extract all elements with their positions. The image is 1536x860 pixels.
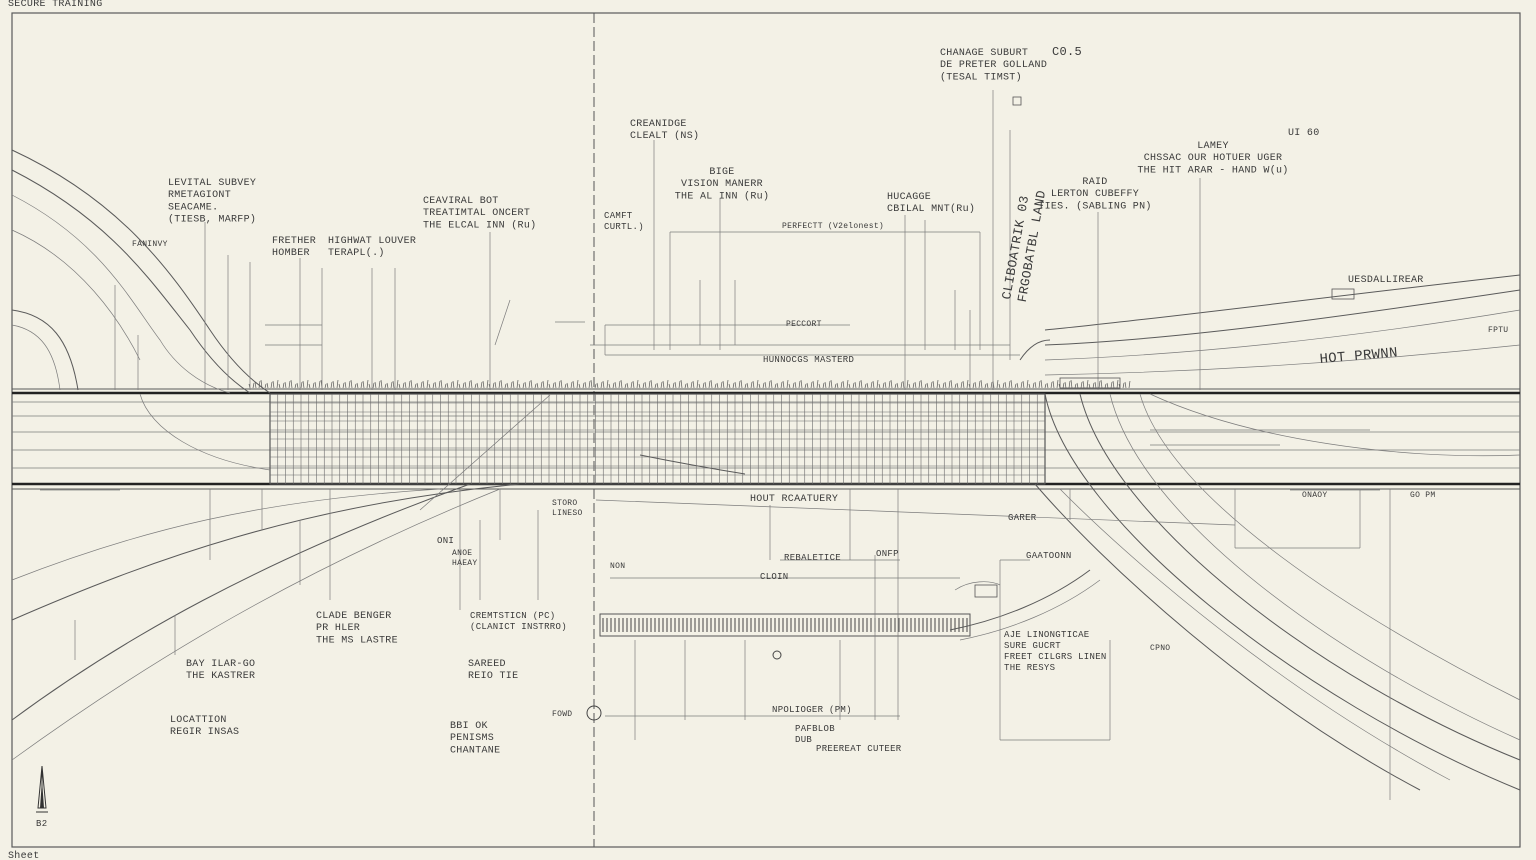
north-arrow[interactable]: B2 bbox=[36, 765, 48, 829]
label-uesdallirear: UESDALLIREAR bbox=[1348, 275, 1424, 286]
label-cpno: CPNO bbox=[1150, 644, 1170, 653]
label-hot-prwnn: HOT PRWNN bbox=[1319, 345, 1398, 368]
label-npoliooger: NPOLIOGER (PM) bbox=[772, 705, 852, 715]
label-fptu: FPTU bbox=[1488, 326, 1508, 335]
fence-strip bbox=[599, 613, 971, 637]
label-oni: ONI bbox=[437, 536, 454, 546]
label-onfp: ONFP bbox=[876, 549, 899, 559]
sheet-label: Sheet bbox=[8, 850, 40, 860]
label-perfectt: PERFECTT (V2elonest) bbox=[782, 222, 884, 231]
curve-lines bbox=[11, 149, 1521, 791]
detail-symbols bbox=[586, 96, 1355, 721]
label-fanninvy: FANINVY bbox=[132, 240, 168, 249]
label-peccort: PECCORT bbox=[786, 320, 822, 329]
bridge-grid bbox=[269, 393, 1046, 485]
drawing-border bbox=[11, 12, 1521, 848]
label-non: NON bbox=[610, 562, 625, 571]
label-rebaletice: REBALETICE bbox=[784, 553, 841, 563]
vegetation-strip bbox=[248, 379, 1131, 389]
label-gopm: GO PM bbox=[1410, 491, 1436, 500]
label-gaatoonn: GAATOONN bbox=[1026, 551, 1072, 561]
leader-lines bbox=[40, 90, 1391, 800]
label-fowd: FOWD bbox=[552, 710, 572, 719]
label-cliboatrik: CLIBOATRIK 03FRGOBATBL LAND bbox=[999, 186, 1049, 303]
label-c05: C0.5 bbox=[1052, 45, 1082, 59]
label-onaoy: ONAOY bbox=[1302, 491, 1328, 500]
label-hout-rcaatuery: HOUT RCAATUERY bbox=[750, 494, 838, 505]
label-ui60: UI 60 bbox=[1288, 128, 1320, 139]
north-arrow-label: B2 bbox=[36, 819, 47, 829]
label-hunnocgs: HUNNOCGS MASTERD bbox=[763, 355, 854, 365]
label-cloin: CLOIN bbox=[760, 572, 789, 582]
drawing-title: SECURE TRAINING bbox=[8, 0, 103, 10]
label-cremtsticn: CREMTSTICN (PC)(CLANICT INSTRRO) bbox=[470, 611, 567, 632]
label-preereat-cuteer: PREEREAT CUTEER bbox=[816, 744, 902, 754]
label-garer: GARER bbox=[1008, 513, 1037, 523]
